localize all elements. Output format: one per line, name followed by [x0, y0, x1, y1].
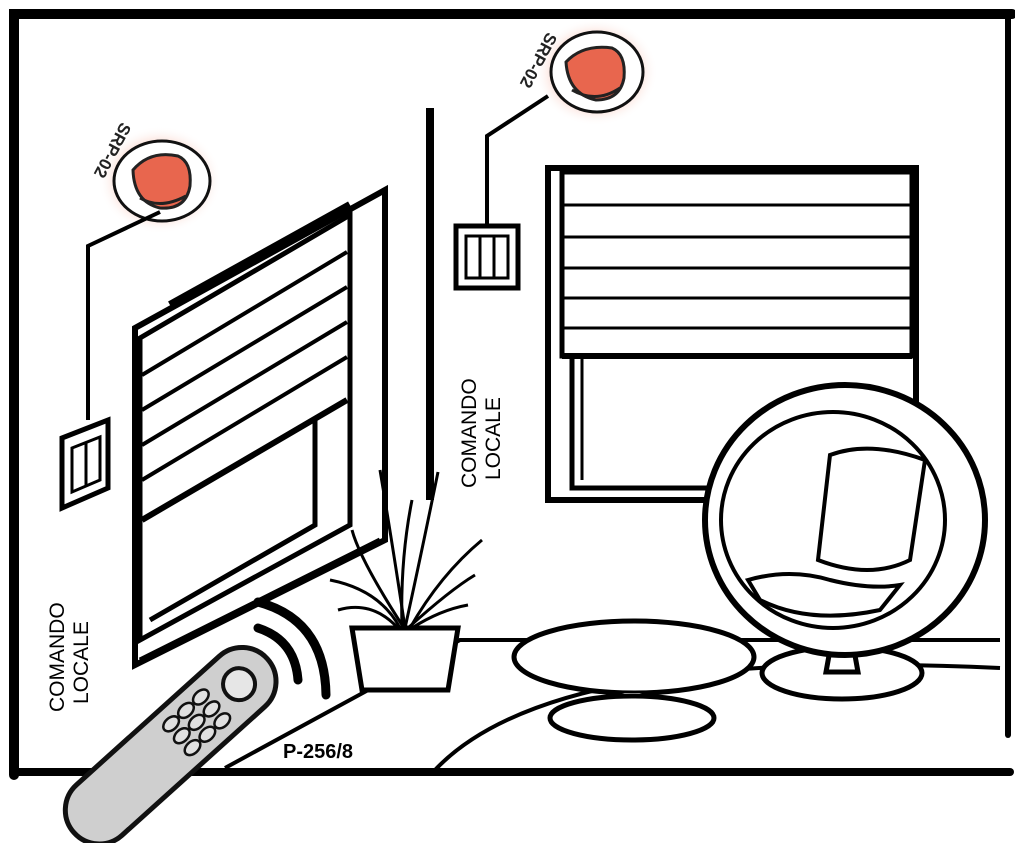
receiver-icon-right — [534, 18, 658, 126]
left-window — [132, 184, 388, 670]
local-command-line2-left: LOCALE — [70, 621, 93, 704]
local-command-line1-right: COMANDO — [458, 378, 481, 488]
local-command-label-right: COMANDO LOCALE — [458, 378, 506, 488]
local-command-label-left: COMANDO LOCALE — [46, 602, 94, 712]
wall-switch-icon-right — [453, 223, 521, 291]
potted-plant — [329, 469, 483, 693]
receiver-wires — [86, 94, 550, 420]
coffee-table — [511, 618, 757, 743]
remote-model-label: P-256/8 — [283, 741, 354, 763]
wall-switch-icon-left — [59, 416, 111, 512]
remote-control-icon[interactable] — [51, 633, 290, 843]
local-command-line1-left: COMANDO — [46, 602, 69, 712]
local-command-line2-right: LOCALE — [482, 397, 505, 480]
signal-waves-icon — [253, 597, 331, 700]
receiver-icon-left — [98, 126, 222, 234]
egg-chair — [702, 382, 988, 702]
